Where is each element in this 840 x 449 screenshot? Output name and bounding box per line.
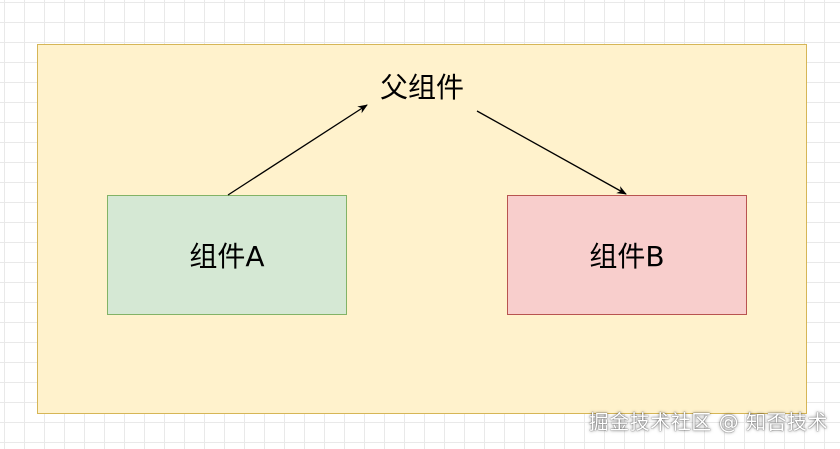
component-b-box: 组件B (507, 195, 747, 315)
component-a-label: 组件A (189, 240, 265, 273)
parent-component-label: 父组件 (379, 71, 464, 104)
component-a-box: 组件A (107, 195, 347, 315)
component-b-label: 组件B (589, 240, 665, 273)
arrow-parent-to-component-b (476, 110, 627, 195)
watermark: 掘金技术社区 @ 知否技术 (588, 410, 828, 434)
arrow-component-a-to-parent (227, 104, 368, 196)
